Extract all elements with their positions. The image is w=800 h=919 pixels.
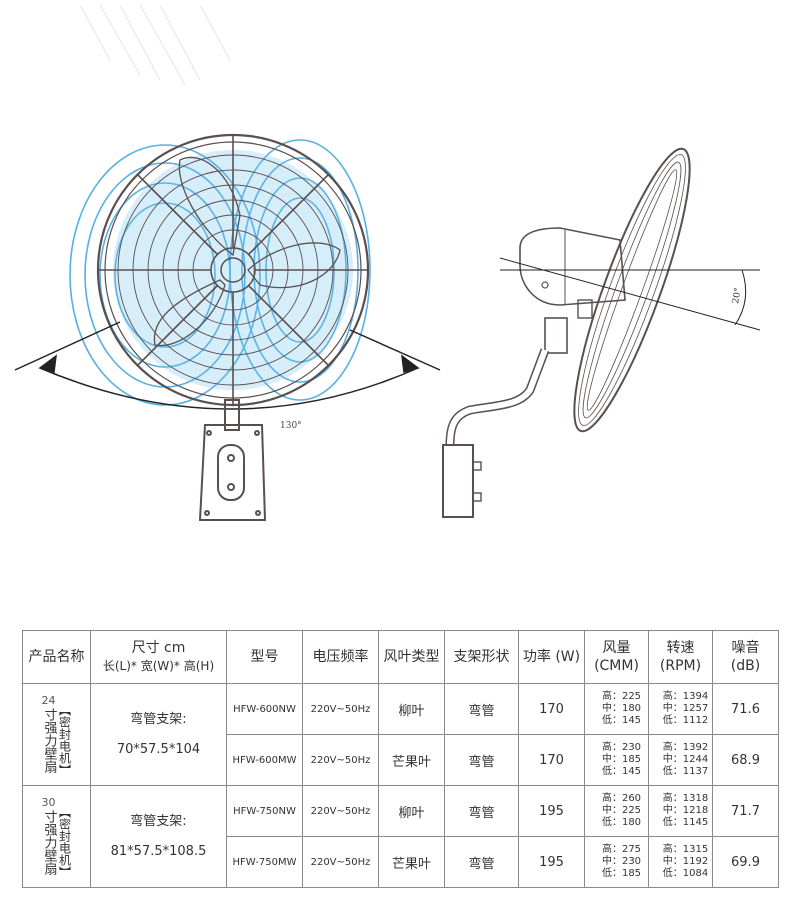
stand-cell: 弯管 [444,683,519,735]
blade-cell: 柳叶 [378,785,445,837]
header-size: 尺寸 cm 长(L)* 宽(W)* 高(H) [90,630,227,684]
header-name: 产品名称 [22,630,91,684]
voltage-cell: 220V~50Hz [302,836,379,888]
model-cell: HFW-750NW [226,785,303,837]
blade-cell: 芒果叶 [378,836,445,888]
speed-cell: 高：1392 中：1244 低：1137 [648,734,713,786]
size-value: 81*57.5*108.5 [110,843,207,859]
speed-mid: 中：1257 [662,703,709,714]
fan-diagram: 130° [14,4,761,521]
product-size-number: 30 [41,795,56,809]
speed-low: 低：1112 [662,715,709,726]
product-name: 寸强力壁扇 [41,707,57,773]
power-cell: 170 [518,683,585,735]
voltage-cell: 220V~50Hz [302,785,379,837]
table-row: 30 寸强力壁扇 【密封电机】 弯管支架: 81*57.5*108.5 HFW-… [22,785,779,888]
size-label: 弯管支架: [130,813,187,829]
decorative-strokes [79,4,231,86]
speed-low: 低：1137 [662,766,709,777]
voltage-cell: 220V~50Hz [302,683,379,735]
table-row: 24 寸强力壁扇 【密封电机】 弯管支架: 70*57.5*104 HFW-60… [22,683,779,786]
header-model: 型号 [226,630,303,684]
speed-low: 低：1145 [662,817,709,828]
product-name-cell: 24 寸强力壁扇 【密封电机】 [22,683,91,786]
airflow-high: 高：230 [601,742,642,753]
stand-cell: 弯管 [444,836,519,888]
blade-cell: 芒果叶 [378,734,445,786]
speed-cell: 高：1318 中：1218 低：1145 [648,785,713,837]
header-airflow: 风量 (CMM) [584,630,649,684]
header-speed: 转速 (RPM) [648,630,713,684]
model-cell: HFW-600MW [226,734,303,786]
product-name: 寸强力壁扇 [41,809,57,875]
blade-cell: 柳叶 [378,683,445,735]
header-stand: 支架形状 [444,630,519,684]
power-cell: 170 [518,734,585,786]
airflow-low: 低：185 [601,868,642,879]
fan-side-view [442,147,761,518]
product-subtitle: 【密封电机】 [57,703,72,776]
header-power: 功率 (W) [518,630,585,684]
model-cell: HFW-600NW [226,683,303,735]
speed-high: 高：1392 [662,742,709,753]
stand-cell: 弯管 [444,734,519,786]
airflow-mid: 中：185 [601,754,642,765]
product-subtitle: 【密封电机】 [57,805,72,878]
airflow-high: 高：260 [601,793,642,804]
airflow-low: 低：180 [601,817,642,828]
speed-high: 高：1394 [662,691,709,702]
table-row: HFW-600MW 220V~50Hz 芒果叶 弯管 170 高：230 中：1… [23,734,779,786]
header-size-line1: 尺寸 cm [131,640,186,656]
power-cell: 195 [518,836,585,888]
fan-front-view: 130° [14,133,441,521]
airflow-mid: 中：180 [601,703,642,714]
speed-mid: 中：1244 [662,754,709,765]
airflow-cell: 高：275 中：230 低：185 [584,836,649,888]
speed-high: 高：1315 [662,844,709,855]
airflow-mid: 中：225 [601,805,642,816]
header-voltage: 电压频率 [302,630,379,684]
noise-cell: 71.7 [712,785,779,837]
speed-low: 低：1084 [662,868,709,879]
tilt-angle-label: 20° [731,287,744,304]
airflow-low: 低：145 [601,715,642,726]
product-name-cell: 30 寸强力壁扇 【密封电机】 [22,785,91,888]
noise-cell: 71.6 [712,683,779,735]
spec-table: 产品名称 尺寸 cm 长(L)* 宽(W)* 高(H) 型号 电压频率 风叶类型… [22,630,779,888]
airflow-cell: 高：225 中：180 低：145 [584,683,649,735]
model-cell: HFW-750MW [226,836,303,888]
noise-cell: 68.9 [712,734,779,786]
speed-cell: 高：1394 中：1257 低：1112 [648,683,713,735]
speed-mid: 中：1192 [662,856,709,867]
airflow-high: 高：225 [601,691,642,702]
size-value: 70*57.5*104 [116,741,201,757]
airflow-cell: 高：230 中：185 低：145 [584,734,649,786]
voltage-cell: 220V~50Hz [302,734,379,786]
speed-mid: 中：1218 [662,805,709,816]
noise-cell: 69.9 [712,836,779,888]
airflow-mid: 中：230 [601,856,642,867]
product-size-number: 24 [41,693,56,707]
airflow-cell: 高：260 中：225 低：180 [584,785,649,837]
speed-cell: 高：1315 中：1192 低：1084 [648,836,713,888]
size-cell: 弯管支架: 81*57.5*108.5 [90,785,227,888]
airflow-high: 高：275 [601,844,642,855]
swing-angle-label: 130° [280,421,302,431]
size-label: 弯管支架: [130,711,187,727]
table-header-row: 产品名称 尺寸 cm 长(L)* 宽(W)* 高(H) 型号 电压频率 风叶类型… [22,630,779,684]
airflow-low: 低：145 [601,766,642,777]
header-noise: 噪音 (dB) [712,630,779,684]
speed-high: 高：1318 [662,793,709,804]
stand-cell: 弯管 [444,785,519,837]
size-cell: 弯管支架: 70*57.5*104 [90,683,227,786]
header-blade: 风叶类型 [378,630,445,684]
header-size-line2: 长(L)* 宽(W)* 高(H) [102,659,215,673]
power-cell: 195 [518,785,585,837]
table-row: HFW-750MW 220V~50Hz 芒果叶 弯管 195 高：275 中：2… [23,836,779,888]
